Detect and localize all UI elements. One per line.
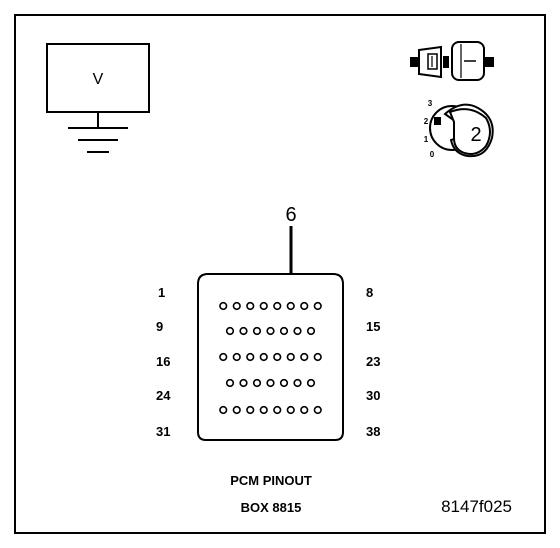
connector-pin: [313, 301, 322, 311]
connector-pin: [225, 326, 235, 336]
row-label-right-2: 15: [366, 319, 380, 334]
switch-position-3: 3: [428, 99, 433, 108]
connector-pin: [246, 352, 255, 362]
connector-pin: [300, 405, 309, 415]
connector-pin: [232, 301, 241, 311]
row-label-left-5: 31: [156, 424, 170, 439]
connector-pin: [279, 326, 289, 336]
connector-pin: [279, 378, 289, 388]
connector-pin: [273, 301, 282, 311]
connector-pin: [259, 405, 268, 415]
connector-pin: [225, 378, 235, 388]
figure-id: 8147f025: [441, 497, 512, 516]
connector-pin: [252, 326, 262, 336]
switch-position-2: 2: [424, 117, 429, 126]
row-label-right-3: 23: [366, 354, 380, 369]
voltmeter-box: [46, 43, 150, 113]
connector-disconnected-icon: [410, 41, 494, 81]
row-label-left-3: 16: [156, 354, 170, 369]
caption-title: PCM PINOUT: [230, 473, 312, 488]
voltmeter-label: V: [93, 71, 104, 88]
connector-pin: [219, 352, 228, 362]
connector-pin: [246, 301, 255, 311]
switch-position-1: 1: [424, 135, 429, 144]
connector-pins: [219, 301, 322, 415]
connector-pin: [266, 378, 275, 388]
connector-pin: [300, 352, 309, 362]
connector-pin: [259, 352, 268, 362]
row-label-right-4: 30: [366, 388, 380, 403]
ignition-key-icon: 3 2 1 0 2: [424, 99, 494, 159]
row-label-left-4: 24: [156, 388, 171, 403]
connector-pin: [252, 378, 262, 388]
connector-pin: [219, 301, 228, 311]
connector-pin: [286, 352, 295, 362]
row-label-left-2: 9: [156, 319, 163, 334]
voltmeter: V: [46, 43, 150, 153]
connector-pin: [239, 326, 248, 336]
connector-pin: [219, 405, 228, 415]
connector-pin: [286, 301, 295, 311]
connector-pin: [300, 301, 309, 311]
connector-pin: [273, 352, 282, 362]
caption-box-number: BOX 8815: [241, 500, 302, 515]
switch-position-0: 0: [430, 150, 435, 159]
row-label-right-1: 8: [366, 285, 373, 300]
connector-pin: [313, 405, 322, 415]
row-labels: 1 9 16 24 31 8 15 23 30 38: [156, 285, 380, 439]
pcm-connector-face: [197, 273, 344, 441]
connector-pin: [246, 405, 255, 415]
row-label-left-1: 1: [158, 285, 165, 300]
connector-pin: [306, 378, 316, 388]
connector-pin: [286, 405, 295, 415]
connector-outline: [197, 273, 344, 441]
row-label-right-5: 38: [366, 424, 380, 439]
key-position-label: 2: [470, 124, 481, 146]
connector-pin: [293, 326, 302, 336]
connector-pin: [306, 326, 316, 336]
connector-pin: [232, 352, 241, 362]
connector-pin: [313, 352, 322, 362]
connector-pin: [293, 378, 302, 388]
connector-pin: [273, 405, 282, 415]
connector-pin: [266, 326, 275, 336]
connector-pin: [259, 301, 268, 311]
pointer-pin-label: 6: [285, 204, 296, 226]
connector-pin: [232, 405, 241, 415]
connector-pin: [239, 378, 248, 388]
